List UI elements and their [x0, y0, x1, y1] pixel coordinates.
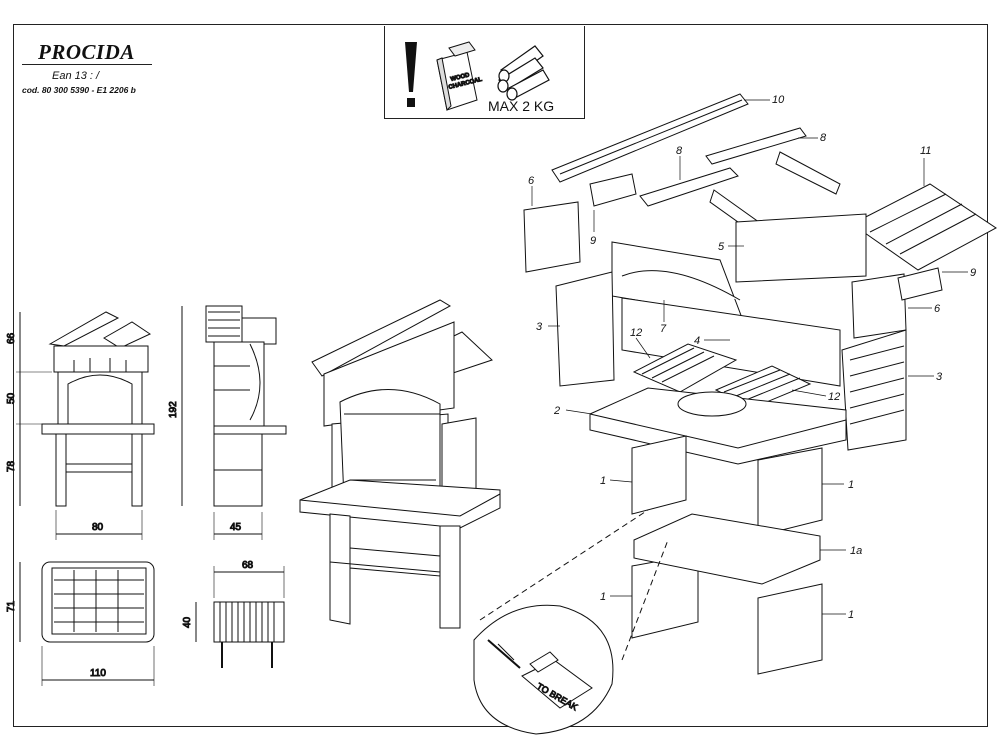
part-label-4: 4: [694, 335, 700, 347]
part-label-7: 7: [660, 323, 667, 335]
dim-plan-width: 110: [90, 668, 106, 679]
charcoal-bag-icon: WOOD CHARCOAL: [436, 41, 484, 112]
drawing-frame: [13, 24, 988, 727]
part-label-5: 5: [718, 241, 725, 253]
part-label-3a: 3: [536, 321, 543, 333]
title-underline: [22, 64, 152, 65]
max-load-label: MAX 2 KG: [488, 98, 555, 114]
part-label-11: 11: [920, 145, 931, 157]
warning-icons: WOOD CHARCOAL: [405, 41, 550, 112]
part-label-6b: 6: [934, 303, 941, 315]
plan-view: [19, 561, 155, 686]
dim-front-width: 80: [92, 522, 104, 533]
part-label-1a: 1: [600, 475, 606, 487]
part-label-1b: 1: [848, 479, 854, 491]
part-label-8b: 8: [676, 145, 683, 157]
dim-front-mid: 50: [6, 392, 17, 404]
exploded-parts-view: [523, 93, 997, 675]
product-code: cod. 80 300 5390 - E1 2206 b: [22, 85, 136, 95]
part-label-2: 2: [553, 405, 560, 417]
part-label-12a: 12: [630, 327, 642, 339]
dim-front-top: 66: [6, 332, 17, 344]
side-elevation-view: [181, 305, 287, 540]
bag-label-1: WOOD: [450, 72, 471, 83]
part-leader-lines: [531, 99, 968, 615]
dim-side-depth: 45: [230, 522, 242, 533]
part-label-1a-shelf: 1a: [850, 545, 862, 557]
dim-front-base: 78: [6, 460, 17, 472]
part-label-8a: 8: [820, 132, 827, 144]
fuel-warning-box: WOOD CHARCOAL MAX 2 KG: [384, 26, 585, 119]
break-detail-inset: [473, 509, 669, 735]
part-numbers: 10 8 8 11 6 9 5 7 4 3 3 6 9 12 12 2 1 1 …: [528, 94, 976, 621]
part-label-3b: 3: [936, 371, 943, 383]
exclamation-icon: [405, 42, 417, 107]
part-label-1d: 1: [848, 609, 854, 621]
dim-side-height: 192: [168, 401, 179, 418]
part-label-9b: 9: [970, 267, 976, 279]
dim-grill-width: 68: [242, 560, 254, 571]
part-label-10: 10: [772, 94, 785, 106]
part-label-12b: 12: [828, 391, 840, 403]
dim-grill-height: 40: [182, 616, 193, 628]
model-title: PROCIDA: [38, 40, 135, 64]
dim-plan-depth: 71: [6, 600, 17, 612]
part-label-1c: 1: [600, 591, 606, 603]
part-label-9a: 9: [590, 235, 596, 247]
part-label-6a: 6: [528, 175, 535, 187]
firewood-icon: [497, 45, 550, 101]
front-elevation-view: [16, 311, 155, 540]
grill-detail-view: [195, 566, 285, 668]
ean-code: Ean 13 : /: [52, 70, 100, 82]
assembled-barbecue-view: [299, 299, 501, 629]
